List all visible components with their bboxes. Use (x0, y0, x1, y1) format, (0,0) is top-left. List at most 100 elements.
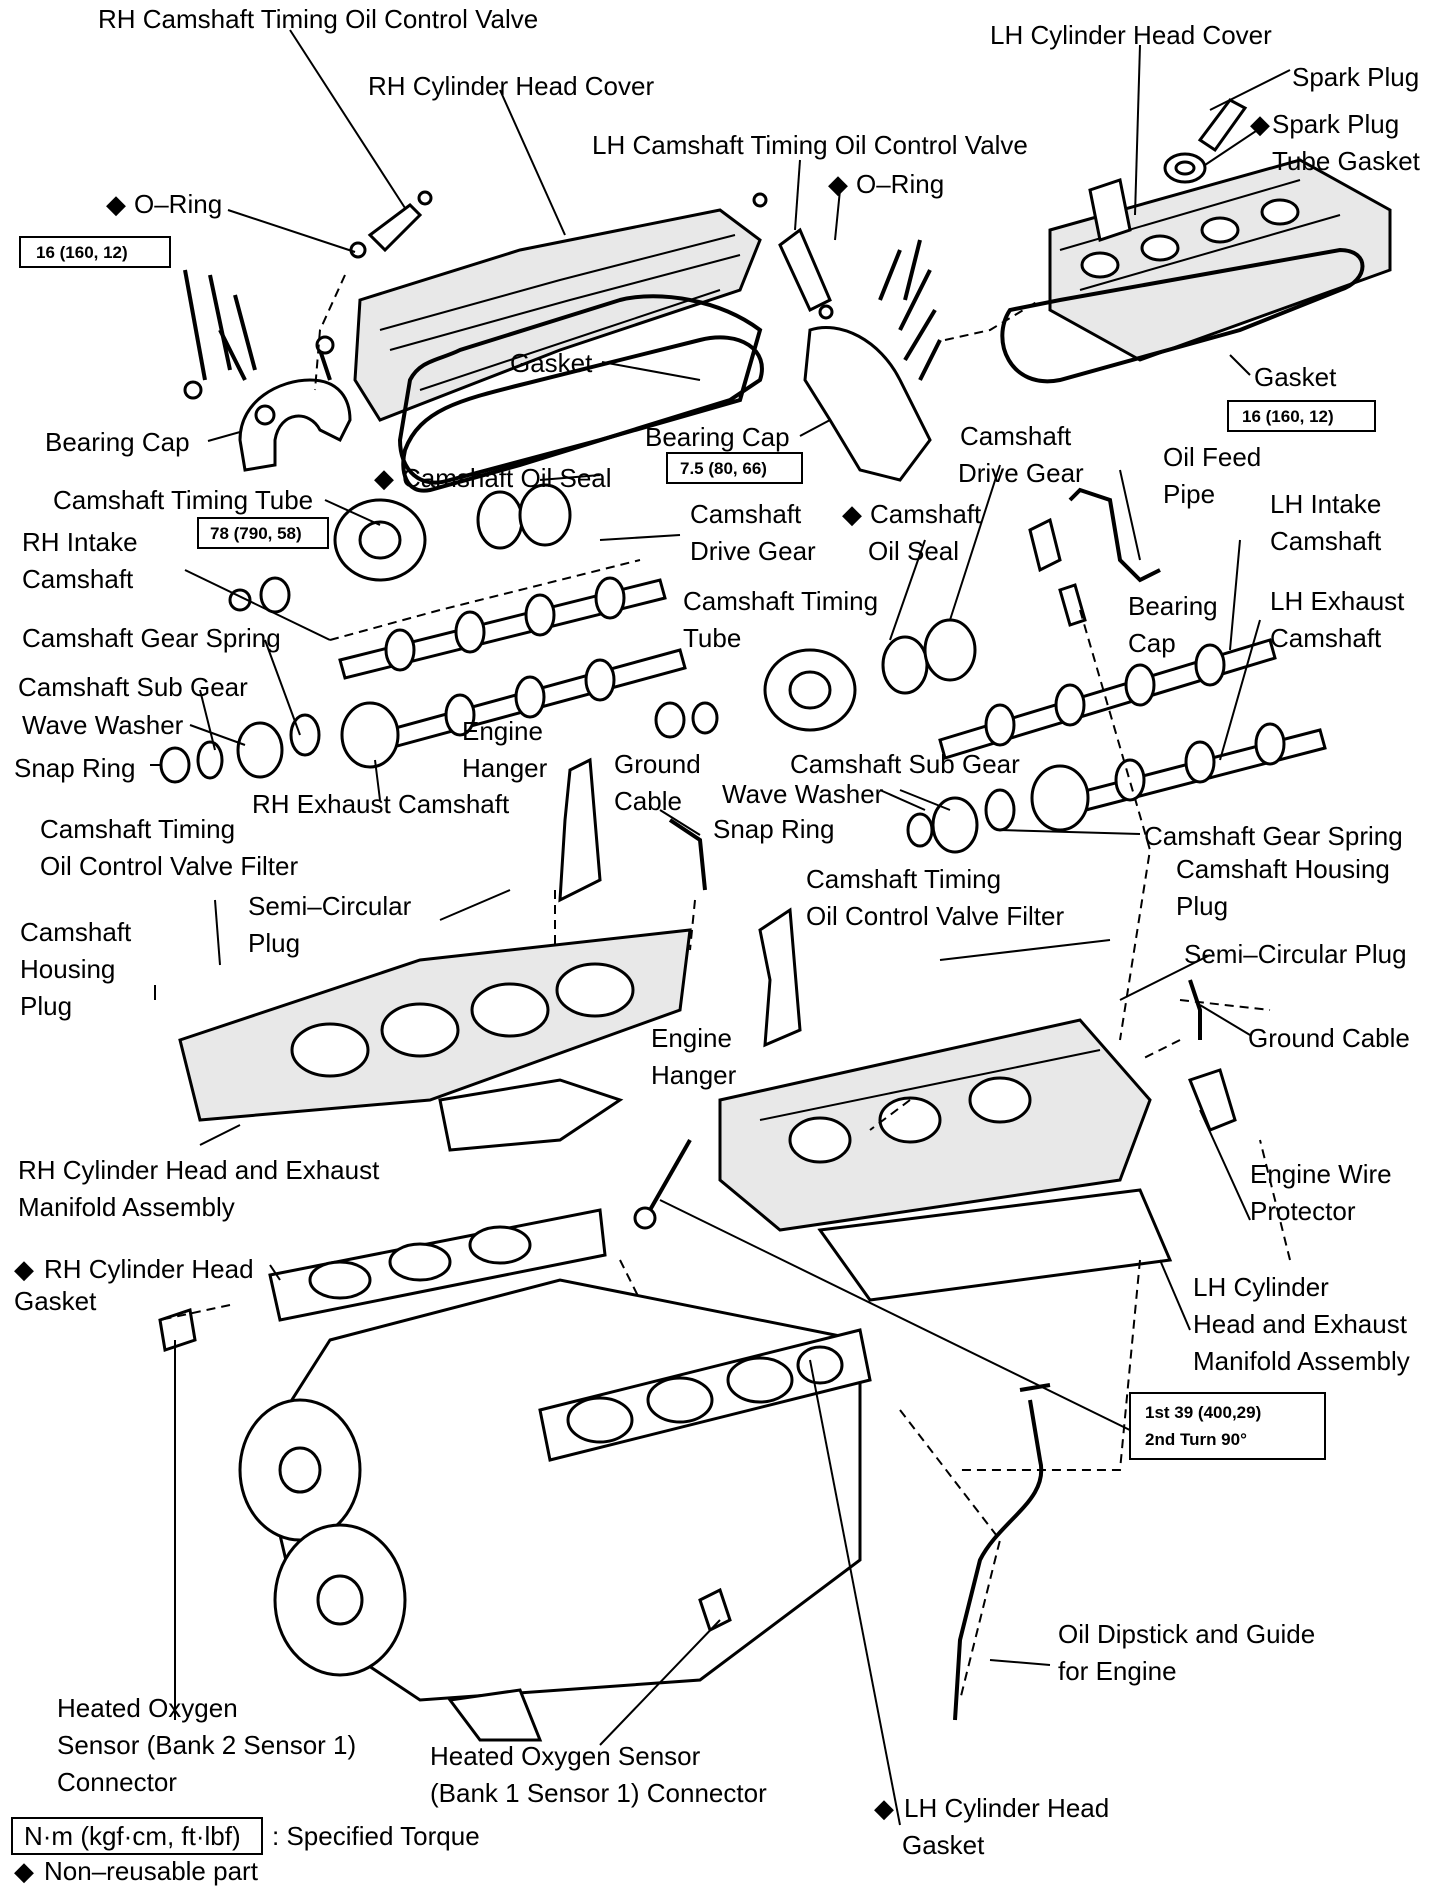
lh-cylinder-head-assembly (718, 1018, 1173, 1302)
label-cam-gear-spring-rh: Camshaft Gear Spring (22, 623, 281, 653)
torque-cap-bolt: 7.5 (80, 66) (680, 459, 767, 478)
label-rh-head-manifold-2: Manifold Assembly (18, 1192, 235, 1222)
label-rh-intake-cam-1: RH Intake (22, 527, 138, 557)
label-ocv-filter-rh-2: Oil Control Valve Filter (40, 851, 298, 881)
torque-boxes: 16 (160, 12) 16 (160, 12) 7.5 (80, 66) 7… (19, 236, 1376, 1460)
label-rh-head-gasket-1: RH Cylinder Head (44, 1254, 254, 1284)
oil-dipstick-guide (953, 1399, 1044, 1721)
label-housing-plug-rh-2: Housing (20, 954, 115, 984)
label-cam-timing-tube-rh: Camshaft Timing Tube (53, 485, 313, 515)
mid-bearing-cap (803, 325, 932, 482)
label-ho2s-b1-2: (Bank 1 Sensor 1) Connector (430, 1778, 767, 1808)
lh-engine-hanger (758, 907, 802, 1048)
label-rh-head-cover: RH Cylinder Head Cover (368, 71, 654, 101)
label-lh-head-cover: LH Cylinder Head Cover (990, 20, 1272, 50)
right-ground-cable (1188, 979, 1202, 1040)
label-engine-hanger-rh-2: Hanger (462, 753, 548, 783)
label-ho2s-b1-1: Heated Oxygen Sensor (430, 1741, 701, 1771)
label-rh-head-gasket-diamond: ◆ (14, 1254, 34, 1284)
torque-box-rh-cover (19, 236, 171, 268)
lh-intake-camshaft (938, 638, 1277, 760)
parts-illustration (158, 98, 1392, 1742)
rh-cylinder-head-cover (353, 208, 763, 485)
label-cam-drive-gear-rh-2: Drive Gear (690, 536, 816, 566)
label-ground-cable-mid-2: Cable (614, 786, 682, 816)
mid-ground-cable (668, 818, 707, 891)
label-lh-head-gasket-2: Gasket (902, 1830, 985, 1860)
label-lh-intake-cam-1: LH Intake (1270, 489, 1381, 519)
label-ho2s-b2-2: Sensor (Bank 2 Sensor 1) (57, 1730, 356, 1760)
ho2s-bank1-connector (698, 1587, 732, 1633)
label-oring-rh: O–Ring (134, 189, 222, 219)
part-labels: RH Camshaft Timing Oil Control Valve RH … (14, 4, 1421, 1860)
label-lh-head-gasket-diamond: ◆ (874, 1793, 894, 1823)
rh-cover-bolts (183, 269, 335, 400)
label-cam-drive-gear-lh-1: Camshaft (960, 421, 1072, 451)
legend-unit-box (11, 1817, 263, 1855)
torque-rh-cover: 16 (160, 12) (36, 243, 128, 262)
label-ho2s-b2-3: Connector (57, 1767, 177, 1797)
label-housing-plug-rh-1: Camshaft (20, 917, 132, 947)
label-ground-cable-mid-1: Ground (614, 749, 701, 779)
label-ocv-filter-lh-2: Oil Control Valve Filter (806, 901, 1064, 931)
label-semi-plug-lh: Semi–Circular Plug (1184, 939, 1407, 969)
label-lh-exhaust-cam-2: Camshaft (1270, 623, 1382, 653)
label-ocv-filter-rh-1: Camshaft Timing (40, 814, 235, 844)
label-lh-intake-cam-2: Camshaft (1270, 526, 1382, 556)
rh-bearing-cap (238, 378, 352, 472)
label-ground-cable-rt: Ground Cable (1248, 1023, 1410, 1053)
label-oring-lh-diamond: ◆ (828, 169, 848, 199)
assembly-dashed-lines (159, 274, 1291, 1701)
label-cam-timing-tube-lh-1: Camshaft Timing (683, 586, 878, 616)
label-gasket-rh: Gasket (510, 348, 593, 378)
label-spark-plug-gasket-1: Spark Plug (1272, 109, 1399, 139)
label-cam-drive-gear-rh-1: Camshaft (690, 499, 802, 529)
torque-head-bolt-1: 1st 39 (400,29) (1145, 1403, 1261, 1422)
label-gasket-lh: Gasket (1254, 362, 1337, 392)
rh-gear-set (159, 713, 321, 784)
legend-diamond: ◆ (14, 1856, 34, 1886)
label-rh-intake-cam-2: Camshaft (22, 564, 134, 594)
label-engine-wire-protector-2: Protector (1250, 1196, 1356, 1226)
spark-plug (1163, 98, 1248, 184)
label-oil-dipstick-1: Oil Dipstick and Guide (1058, 1619, 1315, 1649)
legend: N·m (kgf·cm, ft·lbf) : Specified Torque … (11, 1817, 480, 1886)
oil-feed-pipe (1068, 487, 1161, 583)
label-cam-oil-seal-lh-diamond: ◆ (842, 499, 862, 529)
label-cam-timing-tube-lh-2: Tube (683, 623, 741, 653)
lh-cylinder-head-gasket (538, 1328, 872, 1462)
lh-cover-gasket (1000, 247, 1365, 384)
torque-box-cap-bolt (666, 452, 803, 484)
rh-engine-hanger (558, 757, 602, 903)
head-bolt (648, 1139, 692, 1211)
label-engine-wire-protector-1: Engine Wire (1250, 1159, 1392, 1189)
label-ho2s-b2-1: Heated Oxygen (57, 1693, 238, 1723)
legend-unit-desc: : Specified Torque (272, 1821, 480, 1851)
label-ocv-filter-lh-1: Camshaft Timing (806, 864, 1001, 894)
label-lh-head-manifold-3: Manifold Assembly (1193, 1346, 1410, 1376)
label-lh-head-manifold-1: LH Cylinder (1193, 1272, 1329, 1302)
label-cam-sub-gear-lh: Camshaft Sub Gear (790, 749, 1020, 779)
label-bearing-cap-lh-1: Bearing (1128, 591, 1218, 621)
label-cam-drive-gear-lh-2: Drive Gear (958, 458, 1084, 488)
label-oil-feed-pipe-1: Oil Feed (1163, 442, 1261, 472)
label-housing-plug-rh-3: Plug (20, 991, 72, 1021)
label-lh-head-manifold-2: Head and Exhaust (1193, 1309, 1408, 1339)
label-cam-gear-spring-lh: Camshaft Gear Spring (1144, 821, 1403, 851)
rh-cylinder-head-assembly (178, 928, 692, 1152)
label-engine-hanger-lh-2: Hanger (651, 1060, 737, 1090)
head-bolt-washer (633, 1206, 657, 1230)
label-semi-plug-rh-2: Plug (248, 928, 300, 958)
engine-wire-protector (1188, 1068, 1237, 1132)
legend-unit-text: N·m (kgf·cm, ft·lbf) (24, 1821, 241, 1851)
label-oring-lh: O–Ring (856, 169, 944, 199)
label-cam-oil-seal-rh: Camshaft Oil Seal (402, 463, 612, 493)
rh-camshaft-timing-tube (228, 483, 572, 614)
label-cam-oil-seal-lh-2: Oil Seal (868, 536, 959, 566)
rh-intake-camshaft (338, 576, 667, 680)
label-spark-plug: Spark Plug (1292, 62, 1419, 92)
label-engine-hanger-rh-1: Engine (462, 716, 543, 746)
torque-head-bolt-2: 2nd Turn 90° (1145, 1430, 1247, 1449)
label-rh-head-gasket-2: Gasket (14, 1286, 97, 1316)
